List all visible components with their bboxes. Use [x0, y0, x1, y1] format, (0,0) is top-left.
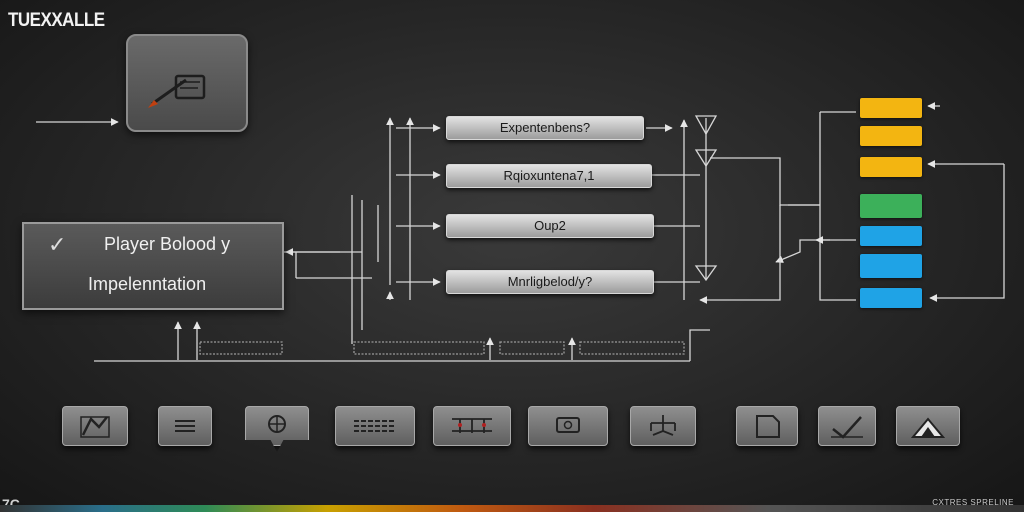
check-icon — [831, 416, 863, 439]
main-node-title: Player Bolood y — [104, 234, 231, 254]
app-title: TUEXXALLE — [8, 8, 105, 31]
toolbar-note-button[interactable] — [736, 406, 798, 446]
map-icon — [80, 416, 110, 438]
output-block-yellow-2[interactable] — [860, 126, 922, 146]
toolbar-map-button[interactable] — [62, 406, 128, 446]
toolbar-camera-button[interactable] — [528, 406, 608, 446]
output-block-yellow-1[interactable] — [860, 98, 922, 118]
main-process-node[interactable]: ✓ Player Bolood y Impelenntation — [22, 222, 284, 310]
check-mark-icon: ✓ — [48, 232, 67, 257]
toolbar-list-button[interactable] — [158, 406, 212, 446]
toolbar-globe-button[interactable] — [245, 406, 309, 446]
note-icon — [756, 415, 780, 438]
stage-node-3[interactable]: Oup2 — [446, 214, 654, 238]
output-block-blue-2[interactable] — [860, 254, 922, 278]
stage-node-2[interactable]: Rqioxuntena7,1 — [446, 164, 652, 188]
toolbar-grid-button[interactable] — [335, 406, 415, 446]
toolbar-network-button[interactable] — [433, 406, 511, 446]
toolbar-hierarchy-button[interactable] — [630, 406, 696, 446]
toolbar-check-button[interactable] — [818, 406, 876, 446]
output-block-blue-3[interactable] — [860, 288, 922, 308]
landscape-icon — [910, 417, 946, 438]
tablet-pen-icon — [148, 74, 206, 108]
footer-color-bar — [0, 505, 1024, 512]
output-block-green[interactable] — [860, 194, 922, 218]
input-tool-node[interactable] — [126, 34, 248, 132]
main-node-subtitle: Impelenntation — [88, 274, 207, 294]
stage-node-4[interactable]: Mnrligbelod/y? — [446, 270, 654, 294]
output-block-yellow-3[interactable] — [860, 157, 922, 177]
grid-icon — [354, 420, 396, 432]
output-block-blue-1[interactable] — [860, 226, 922, 246]
globe-icon — [268, 415, 286, 433]
camera-icon — [556, 417, 580, 433]
footer-right-text: CXTRES SPRELINE — [932, 498, 1014, 507]
hierarchy-icon — [650, 415, 676, 436]
toolbar-landscape-button[interactable] — [896, 406, 960, 446]
stage-node-1[interactable]: Expentenbens? — [446, 116, 644, 140]
list-icon — [175, 420, 195, 432]
network-icon — [452, 418, 492, 433]
